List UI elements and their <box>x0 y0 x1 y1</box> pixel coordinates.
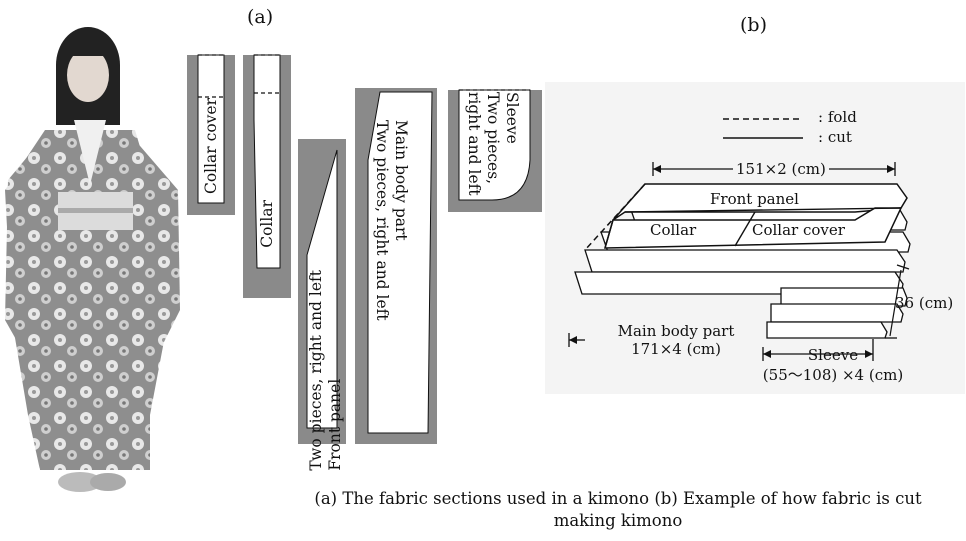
figure-caption: (a) The fabric sections used in a kimono… <box>268 488 966 532</box>
fabric-cutting-diagram <box>545 82 965 394</box>
label-sleeve-line2: Two pieces, <box>484 92 502 185</box>
label-collar: Collar <box>258 200 276 248</box>
collar-cover-label: Collar cover <box>752 221 845 239</box>
label-main-body-line2: Two pieces, right and left <box>373 120 391 321</box>
label-sleeve-line1: Sleeve <box>503 92 521 144</box>
label-front-panel-line1: Front panel <box>326 378 344 471</box>
height-dimension-label: 36 (cm) <box>895 294 954 312</box>
label-front-panel: Two pieces, right and left Front panel <box>307 270 345 471</box>
label-sleeve-line3: right and left <box>465 92 483 196</box>
piece-main-body <box>355 88 437 444</box>
label-collar-cover: Collar cover <box>202 98 220 195</box>
label-a: (a) <box>247 6 274 28</box>
piece-collar-cover <box>187 54 235 215</box>
sleeve-dimension-label: Sleeve (55～108) ×4 (cm) <box>748 345 918 385</box>
width-dimension-label: 151×2 (cm) <box>733 160 829 178</box>
label-main-body-line1: Main body part <box>392 120 410 241</box>
fabric-sections-diagram <box>187 54 542 444</box>
legend-fold-label: : fold <box>818 108 857 126</box>
collar-label: Collar <box>650 221 697 239</box>
label-front-panel-line2: Two pieces, right and left <box>307 270 325 471</box>
label-b: (b) <box>740 14 767 36</box>
label-sleeve: Sleeve Two pieces, right and left <box>464 92 521 196</box>
piece-front-panel <box>298 139 346 444</box>
kimono-photo <box>5 27 180 492</box>
main-body-dimension-label: Main body part 171×4 (cm) <box>606 322 746 358</box>
piece-collar <box>243 54 291 298</box>
caption-line1: (a) The fabric sections used in a kimono… <box>314 489 922 508</box>
main-body-dimension-line2: 171×4 (cm) <box>631 340 721 358</box>
sleeve-dimension-line2: (55～108) ×4 (cm) <box>762 366 904 384</box>
piece-sleeve <box>448 89 542 212</box>
label-main-body: Main body part Two pieces, right and lef… <box>372 120 410 321</box>
main-body-dimension-line1: Main body part <box>617 322 735 340</box>
sleeve-dimension-line1: Sleeve <box>807 346 859 364</box>
caption-line2: making kimono <box>553 511 683 530</box>
legend-cut-label: : cut <box>818 128 852 146</box>
front-panel-label: Front panel <box>710 190 799 208</box>
